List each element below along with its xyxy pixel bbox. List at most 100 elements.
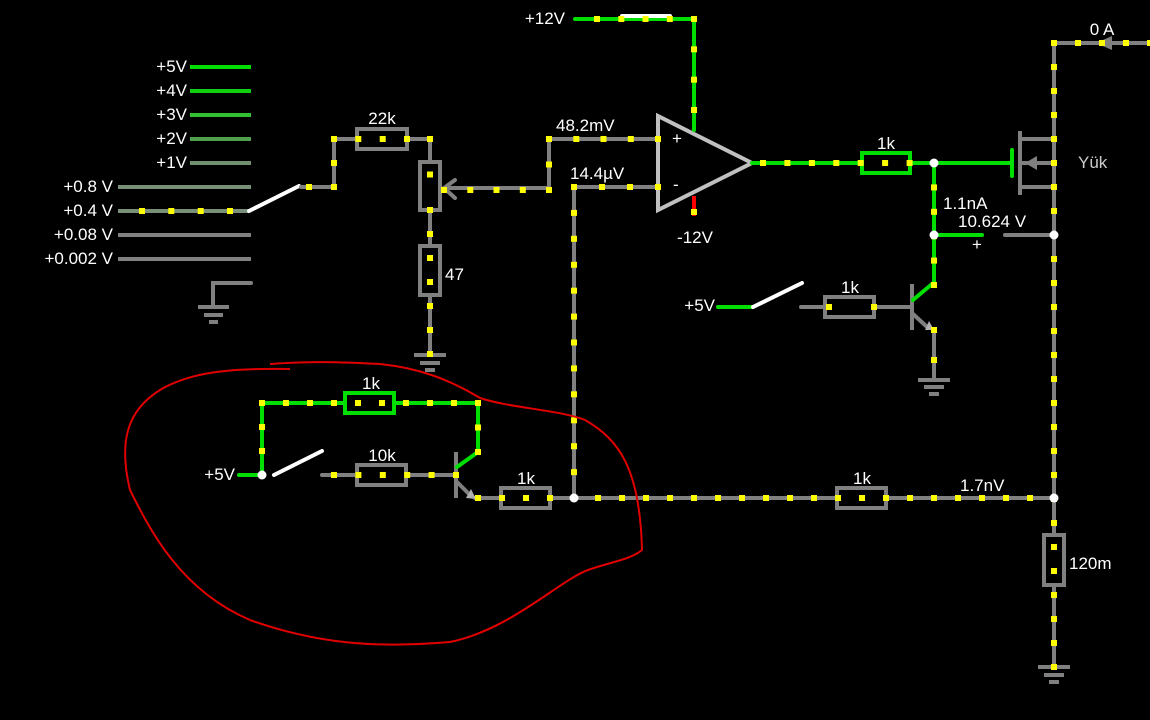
switch3[interactable] bbox=[272, 449, 324, 477]
current-dot bbox=[643, 495, 649, 501]
junction-node bbox=[929, 158, 939, 168]
current-dot bbox=[427, 231, 433, 237]
current-dot bbox=[331, 400, 337, 406]
junction-node bbox=[569, 493, 579, 503]
opamp-plus-sign: + bbox=[672, 129, 682, 148]
current-dot bbox=[168, 208, 175, 214]
current-dot bbox=[331, 184, 337, 190]
current-dot bbox=[379, 472, 386, 478]
current-dot bbox=[1051, 112, 1057, 118]
wire-positive-supply bbox=[573, 17, 696, 132]
current-dot bbox=[859, 495, 865, 501]
resistor-47[interactable] bbox=[418, 244, 442, 297]
current-dot bbox=[826, 304, 832, 310]
current-dot bbox=[427, 400, 433, 406]
load-label: Yük bbox=[1078, 153, 1108, 172]
current-dot bbox=[691, 16, 697, 22]
switch2[interactable] bbox=[751, 281, 804, 309]
current-dot bbox=[307, 400, 313, 406]
current-dot bbox=[259, 400, 265, 406]
npn-transistor-icon[interactable] bbox=[910, 282, 934, 330]
junction-node bbox=[1049, 493, 1059, 503]
current-dot bbox=[571, 339, 577, 346]
ground-option-wire[interactable] bbox=[211, 281, 253, 307]
current-dot bbox=[355, 136, 362, 142]
current-flow-dots bbox=[139, 16, 1150, 670]
current-dot bbox=[787, 495, 793, 501]
current-dot bbox=[571, 469, 577, 476]
selector-switch[interactable] bbox=[247, 184, 301, 213]
resistor-shunt[interactable] bbox=[1042, 533, 1066, 587]
current-dot bbox=[1051, 328, 1057, 334]
current-dot bbox=[1123, 40, 1129, 46]
current-dot bbox=[546, 161, 552, 168]
current-dot bbox=[547, 495, 553, 501]
current-dot bbox=[1051, 304, 1057, 310]
current-dot bbox=[931, 327, 937, 333]
npn-transistor-icon[interactable] bbox=[454, 450, 480, 499]
current-dot bbox=[467, 187, 474, 193]
current-dot bbox=[784, 160, 791, 166]
current-dot bbox=[883, 495, 889, 501]
annotation-circle bbox=[124, 361, 644, 646]
resistor-47-label: 47 bbox=[445, 265, 464, 284]
source-label-5v: +5V bbox=[156, 57, 187, 76]
source-label-0-002v: +0.002 V bbox=[44, 249, 113, 268]
current-dot bbox=[1051, 472, 1057, 478]
resistor-emitter-label: 1k bbox=[517, 469, 535, 488]
current-dot bbox=[1051, 184, 1057, 190]
current-dot bbox=[931, 357, 937, 363]
resistor-base-1k[interactable] bbox=[823, 295, 876, 319]
current-dot bbox=[599, 184, 605, 190]
wire-feedback-to-opamp-minus bbox=[572, 185, 660, 500]
current-dot bbox=[1051, 448, 1057, 454]
resistor-10k-label: 10k bbox=[368, 446, 396, 465]
mosfet-icon[interactable] bbox=[1018, 131, 1056, 195]
current-dot bbox=[906, 160, 913, 166]
current-dot bbox=[931, 282, 937, 288]
current-dot bbox=[571, 287, 577, 294]
opamp-minus-sign: - bbox=[673, 175, 679, 194]
current-dot bbox=[355, 400, 361, 406]
current-dot bbox=[523, 495, 529, 501]
current-dot bbox=[493, 187, 500, 193]
current-dot bbox=[475, 400, 481, 406]
current-dot bbox=[546, 136, 552, 142]
current-dot bbox=[691, 495, 697, 501]
junction-node bbox=[929, 230, 939, 240]
current-dot bbox=[427, 303, 433, 309]
current-dot bbox=[571, 313, 577, 320]
probe-current: 1.1nA bbox=[943, 194, 988, 213]
current-dot bbox=[546, 187, 552, 193]
source-label-4v: +4V bbox=[156, 81, 187, 100]
current-dot bbox=[655, 136, 661, 142]
current-dot bbox=[1051, 136, 1057, 142]
supply-negative-label: -12V bbox=[677, 228, 714, 247]
current-dot bbox=[427, 351, 433, 357]
current-dot bbox=[139, 208, 145, 214]
resistor-top-1k[interactable] bbox=[343, 391, 396, 415]
wire-drain-rail bbox=[1052, 41, 1150, 669]
opamp-minus-voltage: 14.4µV bbox=[570, 164, 625, 183]
opamp[interactable] bbox=[656, 112, 757, 214]
current-dot bbox=[571, 443, 577, 450]
current-dot bbox=[331, 472, 337, 478]
current-dot bbox=[499, 495, 505, 501]
current-dot bbox=[427, 207, 433, 213]
source-label-3v: +3V bbox=[156, 105, 187, 124]
current-dot bbox=[1051, 616, 1057, 622]
current-dot bbox=[833, 160, 840, 166]
current-dot bbox=[379, 400, 385, 406]
source-label-0-8v: +0.8 V bbox=[63, 177, 113, 196]
current-dot bbox=[760, 160, 766, 166]
current-dot bbox=[259, 448, 265, 454]
current-dot bbox=[979, 495, 985, 501]
current-dot bbox=[1051, 88, 1057, 94]
current-dot bbox=[573, 136, 580, 142]
current-dot bbox=[259, 424, 265, 430]
current-dot bbox=[197, 208, 204, 214]
current-dot bbox=[1027, 495, 1033, 501]
current-dot bbox=[1147, 40, 1150, 46]
potentiometer[interactable] bbox=[418, 160, 442, 212]
